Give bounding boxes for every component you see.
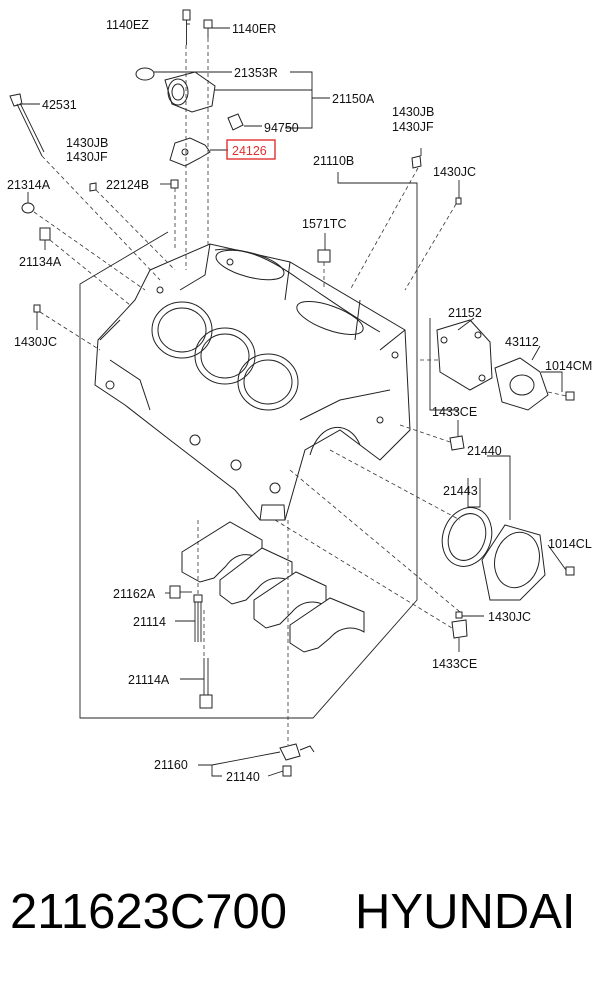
label-1430JC-right: 1430JC	[433, 165, 476, 179]
label-42531: 42531	[42, 98, 77, 112]
label-1430JC-left: 1430JC	[14, 335, 57, 349]
top-parts	[9, 9, 462, 313]
label-1014CM: 1014CM	[545, 359, 592, 373]
brand-caption: HYUNDAI	[355, 885, 576, 939]
label-1430JB-left: 1430JB	[66, 136, 108, 150]
label-24126: 24126	[232, 144, 267, 158]
part-labels: 1140EZ 1140ER 21353R 21150A 94750 42531 …	[7, 18, 592, 784]
label-21150A: 21150A	[332, 92, 375, 106]
label-1140EZ: 1140EZ	[106, 18, 149, 32]
label-1140ER: 1140ER	[232, 22, 276, 36]
label-21114A: 21114A	[128, 673, 170, 687]
leader-lines	[22, 23, 567, 777]
highlight-box-24126	[226, 139, 276, 160]
block-assembly-outline	[79, 172, 418, 719]
label-1571TC: 1571TC	[302, 217, 346, 231]
bearing-caps	[169, 521, 365, 777]
label-21440: 21440	[467, 444, 502, 458]
label-94750: 94750	[264, 121, 299, 135]
label-1014CL: 1014CL	[548, 537, 592, 551]
label-1430JB-top: 1430JB	[392, 105, 434, 119]
part-number-caption: 211623C700	[10, 885, 288, 939]
right-side-parts	[436, 319, 575, 639]
label-1433CE-bottom: 1433CE	[432, 657, 477, 671]
label-21114: 21114	[133, 615, 166, 629]
label-1430JF-left: 1430JF	[66, 150, 108, 164]
label-21140: 21140	[226, 770, 260, 784]
label-21134A: 21134A	[19, 255, 62, 269]
label-1430JF-top: 1430JF	[392, 120, 434, 134]
label-21314A: 21314A	[7, 178, 51, 192]
label-21443: 21443	[443, 484, 478, 498]
label-21152: 21152	[448, 306, 482, 320]
label-1430JC-bottom: 1430JC	[488, 610, 531, 624]
label-1433CE-top: 1433CE	[432, 405, 477, 419]
assembly-dashed-lines	[33, 38, 567, 745]
label-21353R: 21353R	[234, 66, 278, 80]
label-22124B: 22124B	[106, 178, 149, 192]
label-21110B: 21110B	[313, 154, 354, 168]
label-21160: 21160	[154, 758, 188, 772]
cylinder-block	[94, 243, 411, 521]
label-21162A: 21162A	[113, 587, 156, 601]
label-43112: 43112	[505, 335, 539, 349]
